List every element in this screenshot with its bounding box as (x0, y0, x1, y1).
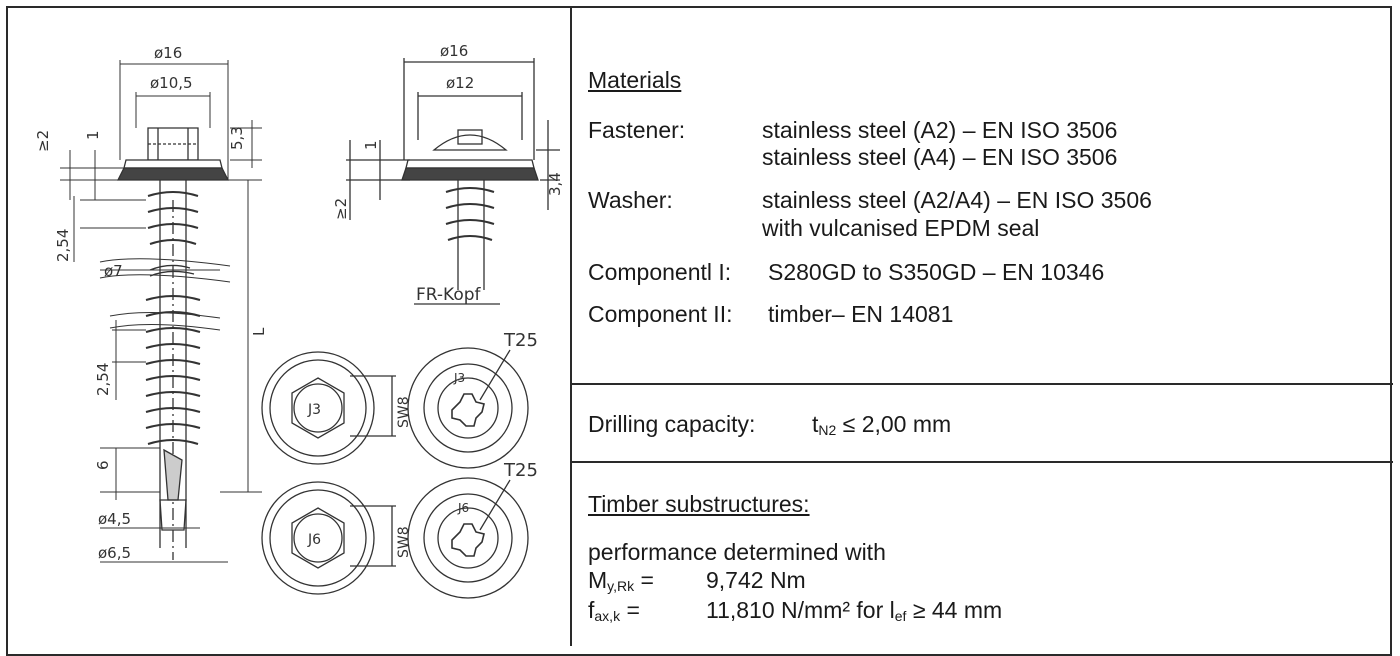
sw8-bottom-label: SW8 (396, 526, 412, 558)
fastener-line-2: stainless steel (A4) – EN ISO 3506 (762, 144, 1118, 170)
materials-heading: Materials (588, 67, 682, 93)
row-divider-top (571, 383, 1393, 385)
torx-head-top-view-j3 (407, 347, 529, 469)
drilling-capacity-value: tN2 ≤ 2,00 mm (812, 411, 952, 438)
dim-d7: ø7 (104, 262, 123, 280)
fax-k-symbol: fax,k = (588, 597, 640, 624)
dim-ge2-right: ≥2 (332, 198, 350, 220)
dim-d12: ø12 (446, 74, 474, 92)
dim-d16-right: ø16 (440, 42, 468, 60)
fr-head-screw-side-view (346, 58, 560, 305)
column-divider (570, 6, 572, 646)
timber-heading: Timber substructures: (588, 491, 810, 517)
drilling-capacity-label: Drilling capacity: (588, 411, 756, 437)
component-2-value: timber– EN 14081 (768, 301, 954, 327)
head-j6-label: J6 (307, 532, 321, 548)
dimension-lines-left (60, 60, 262, 563)
my-rk-symbol: My,Rk = (588, 567, 654, 594)
component-2-label: Component II: (588, 301, 733, 327)
washer-line-1: stainless steel (A2/A4) – EN ISO 3506 (762, 187, 1152, 213)
dim-53: 5,3 (228, 126, 246, 150)
row-divider-bottom (571, 461, 1393, 463)
dim-6: 6 (94, 460, 112, 470)
dim-ge2-left: ≥2 (34, 130, 52, 152)
fastener-line-1: stainless steel (A2) – EN ISO 3506 (762, 117, 1118, 143)
hex-head-top-view-j6 (261, 481, 396, 595)
head-j3-label: J3 (307, 402, 321, 418)
dim-34: 3,4 (546, 172, 564, 196)
dim-L: L (250, 327, 268, 336)
hex-head-screw-side-view (116, 127, 230, 560)
component-1-value: S280GD to S350GD – EN 10346 (768, 259, 1105, 285)
hex-head-top-view-j3 (261, 351, 396, 465)
torx-j3-label: J3 (453, 371, 465, 385)
dim-1-right: 1 (362, 140, 380, 150)
screw-technical-drawing: ø16 ø10,5 ≥2 1 5,3 2,54 ø7 L 2,54 6 ø4,5… (34, 42, 564, 599)
washer-label: Washer: (588, 187, 673, 213)
dim-d16-left: ø16 (154, 44, 182, 62)
dim-d65: ø6,5 (98, 544, 131, 562)
t25-top-label: T25 (503, 330, 538, 351)
dim-1-left: 1 (84, 130, 102, 140)
torx-j6-label: J6 (457, 501, 469, 515)
washer-line-2: with vulcanised EPDM seal (762, 215, 1040, 241)
torx-head-top-view-j6 (407, 477, 529, 599)
my-rk-value: 9,742 Nm (706, 567, 806, 593)
fastener-label: Fastener: (588, 117, 686, 143)
dim-d45: ø4,5 (98, 510, 131, 528)
fr-kopf-label: FR-Kopf (416, 285, 482, 305)
dim-d105: ø10,5 (150, 74, 193, 92)
t25-bottom-label: T25 (503, 460, 538, 481)
dim-254-bottom: 2,54 (94, 363, 112, 396)
component-1-label: Componentl I: (588, 259, 732, 285)
fax-k-value: 11,810 N/mm² for lef ≥ 44 mm (706, 597, 1003, 624)
timber-intro: performance determined with (588, 539, 886, 565)
sw8-top-label: SW8 (396, 396, 412, 428)
dim-254-top: 2,54 (54, 229, 72, 262)
